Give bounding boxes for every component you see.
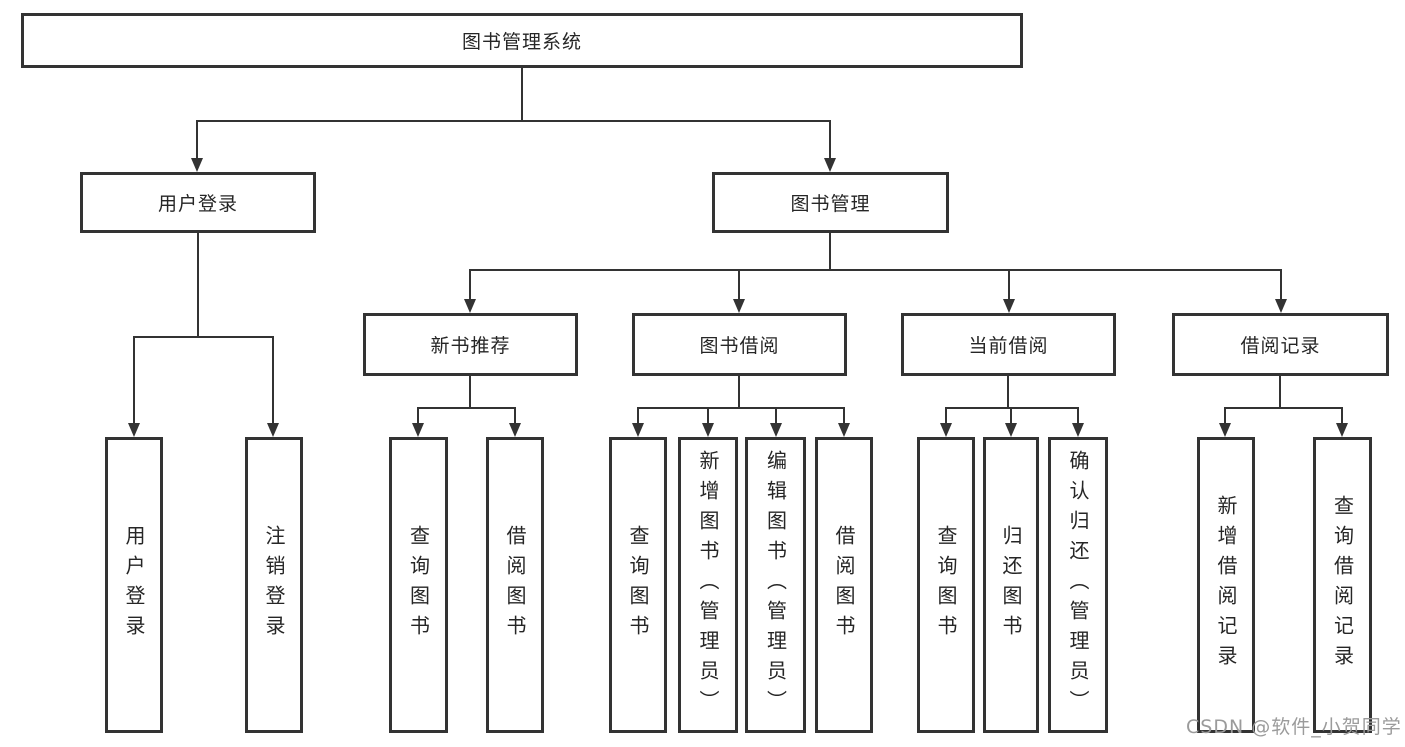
leaf-query-books-current: 查询图书 (917, 437, 975, 733)
arrow-down-icon (128, 423, 140, 437)
connector-line (1280, 269, 1282, 300)
node-new-book-recommendation: 新书推荐 (363, 313, 578, 376)
node-label: 当前借阅 (968, 335, 1049, 357)
connector-line (637, 407, 639, 424)
leaf-logout: 注销登录 (245, 437, 303, 733)
connector-line (1007, 376, 1009, 407)
node-label: 新书推荐 (430, 335, 511, 357)
leaf-label: 借阅图书 (503, 525, 527, 645)
connector-line (1224, 407, 1226, 424)
arrow-down-icon (838, 423, 850, 437)
connector-line (945, 407, 1079, 409)
arrow-down-icon (733, 299, 745, 313)
leaf-label: 查询图书 (626, 525, 650, 645)
leaf-add-borrowing-record: 新增借阅记录 (1197, 437, 1255, 733)
connector-line (469, 269, 1282, 271)
leaf-query-books-recommendation: 查询图书 (389, 437, 448, 733)
arrow-down-icon (1219, 423, 1231, 437)
connector-line (829, 120, 831, 159)
connector-line (272, 336, 274, 424)
node-current-borrowing: 当前借阅 (901, 313, 1116, 376)
connector-line (775, 407, 777, 424)
node-user-login: 用户登录 (80, 172, 316, 233)
connector-line (196, 120, 198, 159)
connector-line (197, 233, 199, 336)
connector-line (829, 233, 831, 269)
node-label: 借阅记录 (1240, 335, 1321, 357)
arrow-down-icon (509, 423, 521, 437)
leaf-label: 用户登录 (122, 525, 146, 645)
arrow-down-icon (940, 423, 952, 437)
arrow-down-icon (824, 158, 836, 172)
connector-line (945, 407, 947, 424)
leaf-confirm-return-admin: 确认归还（管理员） (1048, 437, 1108, 733)
connector-line (1077, 407, 1079, 424)
watermark: CSDN @软件_小贺同学 (1186, 716, 1402, 738)
connector-line (707, 407, 709, 424)
leaf-borrow-books-recommendation: 借阅图书 (486, 437, 544, 733)
arrow-down-icon (191, 158, 203, 172)
connector-line (1010, 407, 1012, 424)
arrow-down-icon (1003, 299, 1015, 313)
arrow-down-icon (1336, 423, 1348, 437)
leaf-label: 查询图书 (406, 525, 431, 645)
leaf-query-borrowing-record: 查询借阅记录 (1313, 437, 1372, 733)
connector-line (521, 68, 523, 120)
connector-line (1008, 269, 1010, 300)
node-borrowing-records: 借阅记录 (1172, 313, 1389, 376)
leaf-label: 确认归还（管理员） (1066, 450, 1090, 720)
arrow-down-icon (412, 423, 424, 437)
leaf-label: 注销登录 (262, 525, 286, 645)
node-label: 图书管理 (790, 193, 871, 215)
node-label: 图书管理系统 (461, 31, 582, 53)
connector-line (1341, 407, 1343, 424)
arrow-down-icon (1275, 299, 1287, 313)
node-label: 图书借阅 (699, 335, 780, 357)
node-book-management: 图书管理 (712, 172, 949, 233)
connector-line (637, 407, 845, 409)
leaf-query-books-borrowing: 查询图书 (609, 437, 667, 733)
node-library-management-system: 图书管理系统 (21, 13, 1023, 68)
leaf-borrow-books-borrowing: 借阅图书 (815, 437, 873, 733)
connector-line (469, 376, 471, 407)
arrow-down-icon (770, 423, 782, 437)
connector-line (514, 407, 516, 424)
arrow-down-icon (1072, 423, 1084, 437)
leaf-edit-books-admin: 编辑图书（管理员） (745, 437, 806, 733)
node-book-borrowing: 图书借阅 (632, 313, 847, 376)
leaf-label: 查询借阅记录 (1330, 495, 1355, 675)
connector-line (417, 407, 516, 409)
connector-line (133, 336, 135, 424)
connector-line (133, 336, 274, 338)
connector-line (417, 407, 419, 424)
leaf-label: 查询图书 (934, 525, 958, 645)
arrow-down-icon (1005, 423, 1017, 437)
connector-line (843, 407, 845, 424)
arrow-down-icon (464, 299, 476, 313)
node-label: 用户登录 (157, 193, 238, 215)
leaf-label: 新增借阅记录 (1214, 495, 1238, 675)
connector-line (1279, 376, 1281, 407)
leaf-label: 借阅图书 (832, 525, 856, 645)
connector-line (738, 376, 740, 407)
leaf-user-login: 用户登录 (105, 437, 163, 733)
leaf-label: 编辑图书（管理员） (763, 450, 788, 720)
connector-line (1224, 407, 1343, 409)
arrow-down-icon (267, 423, 279, 437)
leaf-label: 归还图书 (999, 525, 1023, 645)
arrow-down-icon (702, 423, 714, 437)
connector-line (196, 120, 831, 122)
leaf-add-books-admin: 新增图书（管理员） (678, 437, 738, 733)
arrow-down-icon (632, 423, 644, 437)
leaf-return-books: 归还图书 (983, 437, 1039, 733)
connector-line (738, 269, 740, 300)
connector-line (469, 269, 471, 300)
leaf-label: 新增图书（管理员） (696, 450, 720, 720)
